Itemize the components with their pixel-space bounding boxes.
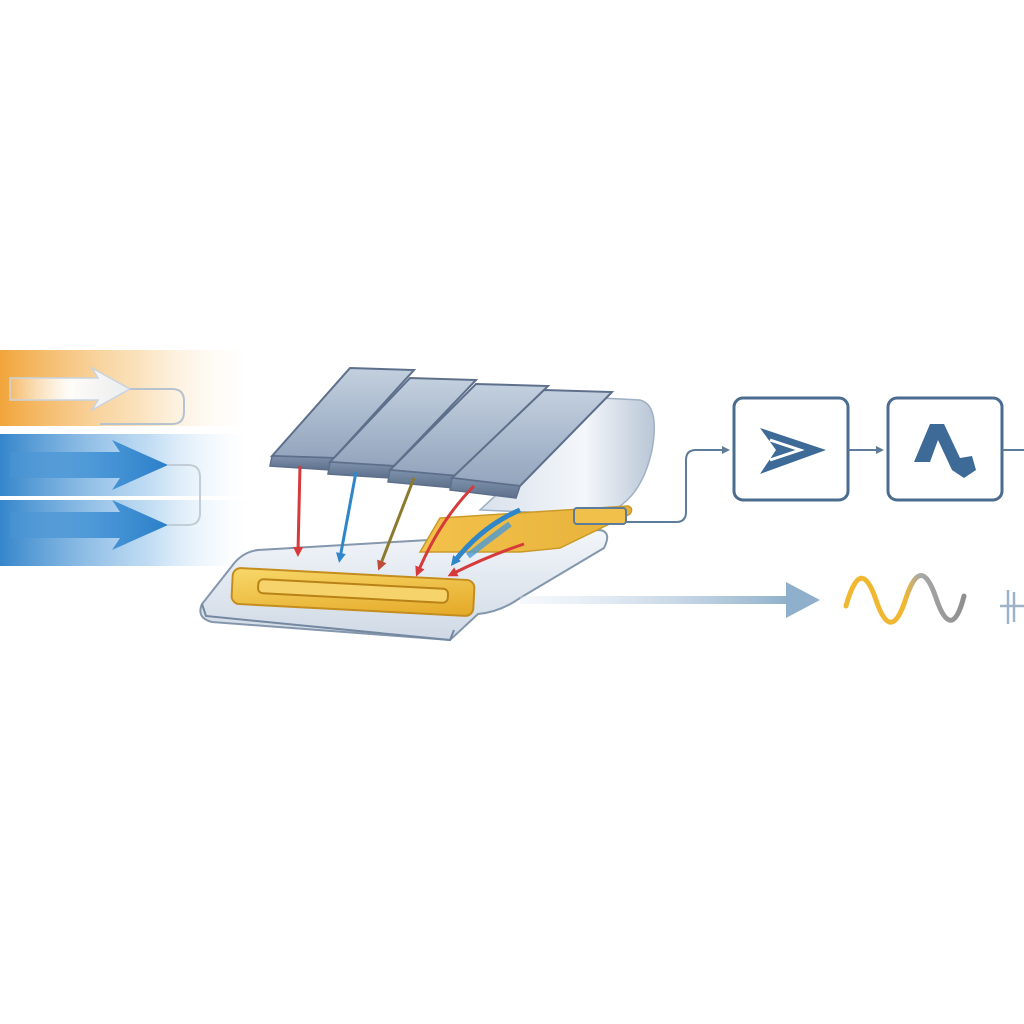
blue-beam-arrow-upper: [10, 440, 168, 490]
incoming-beams: [0, 350, 250, 566]
truncated-right-glyph: [1000, 590, 1024, 624]
beam-loop-connector-bottom: [168, 464, 201, 526]
gold-sensor-strip-inner: [257, 578, 450, 604]
gold-contact-tab: [573, 507, 627, 525]
radiation-arrows: [293, 465, 525, 577]
olive-arrow: [377, 477, 416, 571]
processor-block: [886, 396, 1004, 502]
processing-glyph-icon: [914, 424, 976, 478]
grating-fins: [269, 366, 615, 499]
red-arrow-3: [447, 542, 525, 577]
sine-wave-icon: [843, 573, 967, 625]
blue-arrow-2: [450, 507, 521, 566]
blue-arrow-3: [466, 521, 512, 559]
sensor-base-plate: [199, 505, 633, 642]
amplifier-block: [732, 396, 850, 502]
beam-loop-connector-top: [100, 388, 185, 425]
pad-to-amplifier-connector: [626, 446, 730, 523]
red-arrow-2: [415, 484, 476, 577]
fin-2: [327, 376, 479, 479]
white-beam-arrow: [9, 365, 132, 413]
fin-3: [387, 382, 551, 489]
red-arrow-1: [293, 465, 304, 557]
blue-beam-arrow-lower: [10, 500, 168, 550]
signal-output-arrow: [520, 582, 820, 618]
fin-1: [269, 366, 417, 471]
base-plate-edge: [201, 603, 455, 642]
blue-arrow-1: [335, 471, 358, 563]
fin-4: [449, 388, 615, 499]
